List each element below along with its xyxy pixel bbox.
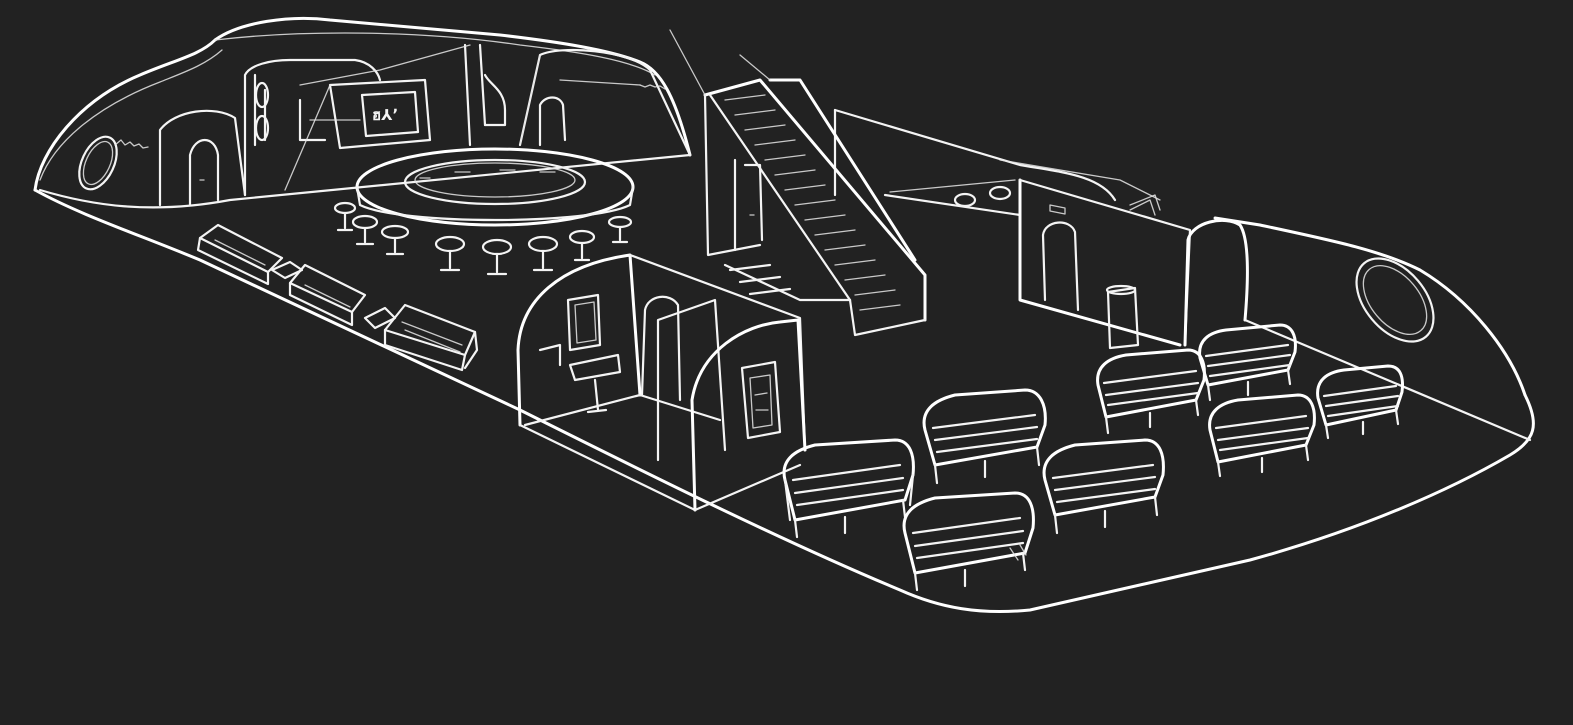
seat — [1208, 393, 1316, 478]
sofa — [288, 263, 367, 327]
passenger-seats — [782, 323, 1404, 592]
bar-stool — [607, 215, 633, 244]
bar-stool — [351, 214, 379, 246]
bar-sign-text: ฮ⅄ʼ — [372, 106, 398, 124]
bar-stool — [568, 229, 596, 262]
porthole-right — [1355, 257, 1435, 343]
bar-stools — [333, 201, 633, 276]
bar-stool — [527, 235, 559, 272]
floor-details — [999, 159, 1161, 561]
seat — [1096, 348, 1206, 435]
rear-right-room — [1018, 178, 1249, 350]
sofa — [196, 223, 284, 286]
staircase — [669, 29, 927, 337]
porthole-left — [78, 135, 149, 191]
back-wall-rooms: ฮ⅄ʼ — [158, 43, 692, 207]
bar-stool — [333, 201, 357, 232]
seat — [1198, 323, 1297, 402]
seat — [1042, 438, 1165, 535]
side-table — [363, 306, 397, 330]
seat — [922, 388, 1047, 485]
bar-stool — [481, 238, 513, 276]
porthole-wall-small — [953, 185, 1012, 208]
seat — [902, 491, 1035, 592]
sofa — [383, 303, 479, 372]
seat — [1316, 364, 1404, 440]
seat — [782, 438, 915, 539]
bar-stool — [434, 235, 466, 272]
left-lounge-sofas — [196, 223, 479, 372]
circular-bar — [355, 147, 635, 227]
bar-stool — [380, 224, 410, 256]
washroom-cabin — [516, 253, 807, 512]
